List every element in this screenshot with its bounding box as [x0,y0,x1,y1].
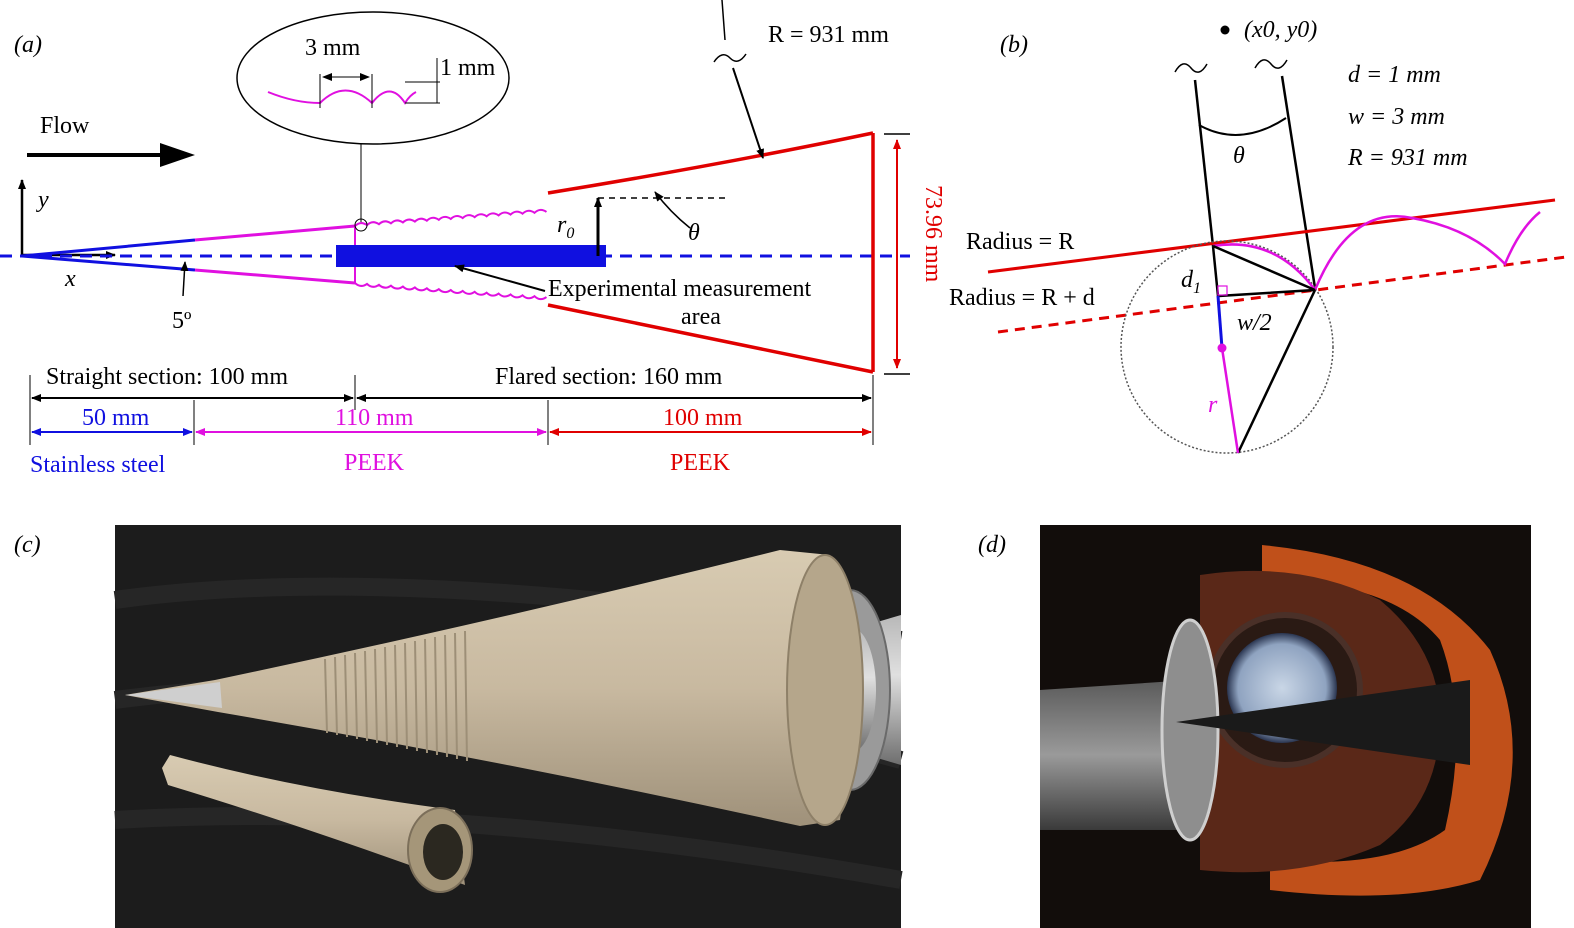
radial-line-right [1280,75,1317,289]
theta-arc [1198,117,1287,136]
flow-label: Flow [40,113,90,139]
panel-a-label: (a) [14,32,42,58]
param-w-label: w = 3 mm [1348,104,1445,130]
r-segment [1220,347,1240,454]
panel-d: (d) [978,525,1531,928]
radius-R-plus-d-label: Radius = R + d [949,285,1095,311]
break-symbol-left [1174,63,1208,73]
corrugation-bottom [354,282,548,301]
photo-c-small-cone [162,755,465,885]
panel-b-label: (b) [1000,32,1028,58]
peek-straight-outline [194,224,356,285]
corrugation-top [354,208,548,227]
theta-label: θ [688,220,700,246]
arc-profile-2 [1313,211,1541,291]
photo-c-large-cone [125,550,851,826]
d1-label: d1 [1181,267,1201,297]
radius-pointer [732,67,764,159]
photo-d-cylinder [1040,680,1195,830]
theta-b-label: θ [1233,143,1245,169]
material-steel-label: Stainless steel [30,452,166,478]
photo-c-grooves [324,630,468,762]
panel-d-label: (d) [978,532,1006,558]
panel-b: (b) (x0, y0) d = 1 mm w = 3 mm R = 931 m… [949,17,1567,454]
half-w-label: w/2 [1237,310,1272,336]
material-peek2-label: PEEK [670,450,731,476]
x-axis-label: x [64,266,76,292]
param-d-label: d = 1 mm [1348,62,1441,88]
inset-anchor-circle [354,218,368,232]
circle-center-dot [1217,343,1227,353]
theta-pointer [654,191,691,229]
radial-line-left [1193,79,1215,247]
peek2-length-label: 100 mm [663,405,743,431]
steel-tip-outline [21,238,196,272]
height-label: 73.96 mm [920,185,946,283]
radius-break-symbol [713,53,747,63]
radius-leader-top [721,0,726,41]
generating-circle [1120,240,1334,454]
radius-R-plus-d-line [997,255,1567,334]
measurement-area-bar [336,245,606,267]
flared-outline [547,131,874,374]
photo-c-steel-tip [125,682,222,708]
flow-arrow-head [160,143,195,167]
panel-c: (c) [14,525,904,928]
r-label: r [1208,392,1218,418]
flared-section-label: Flared section: 160 mm [495,364,723,390]
photo-d-model [1176,680,1470,765]
steel-length-label: 50 mm [82,405,150,431]
construction-triangle [1211,244,1316,298]
photo-c-cone-base [786,554,864,826]
inset-width-label: 3 mm [305,35,361,61]
center-point-dot [1220,25,1230,35]
d-segment [1216,295,1224,349]
chord-line [1236,289,1317,454]
param-R-label: R = 931 mm [1347,145,1468,171]
right-angle-mark [1217,285,1228,296]
center-point-label: (x0, y0) [1244,17,1317,43]
inset-depth-label: 1 mm [440,55,496,81]
angle-label: 5º [172,308,192,334]
measurement-area-pointer [454,264,546,292]
straight-section-label: Straight section: 100 mm [46,364,288,390]
photo-d-cylinder-rim [1160,618,1220,842]
arc-profile-1 [1212,243,1317,291]
material-peek1-label: PEEK [344,450,405,476]
photo-d-orange-housing [1262,545,1513,896]
measurement-area-label-2: area [681,304,721,330]
peek1-length-label: 110 mm [335,405,414,431]
radius-R-label: Radius = R [966,229,1074,255]
y-axis-label: y [36,187,49,213]
measurement-area-label-1: Experimental measurement [548,276,812,302]
inset-ellipse [236,11,510,145]
photo-c-small-cone-bore [423,824,463,880]
radius-label: R = 931 mm [768,22,889,48]
break-symbol-right [1254,59,1288,69]
panel-c-label: (c) [14,532,41,558]
panel-a: (a) Flow y x Experimental measurement ar… [0,0,946,478]
angle-pointer [180,261,189,297]
r0-label: r0 [557,212,574,242]
radius-R-line [987,198,1556,274]
